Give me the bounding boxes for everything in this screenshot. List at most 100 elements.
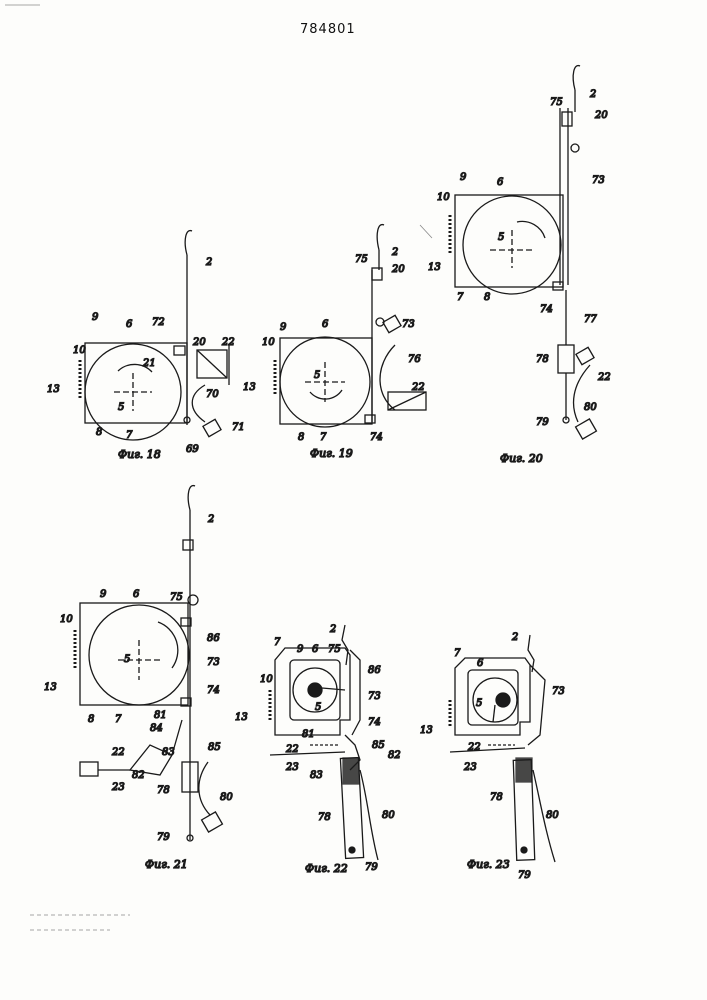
figure-caption: Фиг. 23 bbox=[467, 858, 510, 871]
label: 13 bbox=[420, 725, 433, 736]
housing bbox=[80, 603, 188, 705]
label: 78 bbox=[157, 785, 170, 796]
label: 75 bbox=[550, 97, 563, 108]
stop-block bbox=[562, 112, 572, 126]
roller bbox=[571, 144, 579, 152]
label: 74 bbox=[540, 304, 553, 315]
label: 22 bbox=[285, 744, 299, 755]
label: 5 bbox=[314, 370, 320, 381]
pointer bbox=[493, 705, 495, 722]
label: 2 bbox=[329, 624, 336, 635]
floor-23 bbox=[450, 748, 525, 752]
label: 6 bbox=[497, 177, 504, 188]
arm-73 bbox=[350, 650, 360, 735]
label: 85 bbox=[372, 740, 385, 751]
figure-caption: Фиг. 19 bbox=[310, 447, 353, 460]
label: 23 bbox=[111, 782, 125, 793]
label: 13 bbox=[428, 262, 441, 273]
label: 21 bbox=[142, 358, 156, 369]
label: 2 bbox=[511, 632, 518, 643]
label: 75 bbox=[170, 592, 183, 603]
label: 7 bbox=[115, 714, 122, 725]
label: 20 bbox=[391, 264, 405, 275]
label: 75 bbox=[328, 644, 341, 655]
figure-18: 2 9 6 72 20 22 10 21 13 5 70 71 8 7 69 Ф… bbox=[47, 231, 245, 461]
stop-block bbox=[174, 346, 185, 355]
hook bbox=[573, 66, 580, 90]
label: 69 bbox=[186, 444, 199, 455]
stop-block bbox=[372, 268, 382, 280]
figure-23: 2 7 6 73 5 13 22 23 78 80 79 Фиг. 23 bbox=[420, 632, 565, 881]
stop-block-upper bbox=[183, 540, 193, 550]
label: 70 bbox=[206, 389, 219, 400]
label: 74 bbox=[368, 717, 381, 728]
label: 13 bbox=[235, 712, 248, 723]
label: 22 bbox=[111, 747, 125, 758]
label: 82 bbox=[388, 750, 401, 761]
label: 77 bbox=[584, 314, 597, 325]
label: 79 bbox=[536, 417, 549, 428]
label: 6 bbox=[312, 644, 319, 655]
pivot-79 bbox=[521, 847, 527, 853]
label: 80 bbox=[220, 792, 233, 803]
stop-74 bbox=[365, 415, 375, 423]
figure-caption: Фиг. 22 bbox=[305, 862, 348, 875]
label: 10 bbox=[260, 674, 273, 685]
label: 73 bbox=[368, 691, 381, 702]
label: 23 bbox=[285, 762, 299, 773]
spring-80 bbox=[574, 365, 590, 422]
label: 86 bbox=[207, 633, 220, 644]
label: 80 bbox=[546, 810, 559, 821]
label: 82 bbox=[132, 770, 145, 781]
label: 6 bbox=[322, 319, 329, 330]
label: 72 bbox=[152, 317, 165, 328]
label: 22 bbox=[411, 382, 425, 393]
label: 22 bbox=[221, 337, 235, 348]
floor-23 bbox=[270, 752, 345, 755]
label: 79 bbox=[365, 862, 378, 873]
label: 13 bbox=[243, 382, 256, 393]
label: 73 bbox=[402, 319, 415, 330]
label: 2 bbox=[589, 89, 596, 100]
pivot-79 bbox=[349, 847, 355, 853]
label: 84 bbox=[150, 723, 163, 734]
label: 9 bbox=[460, 172, 467, 183]
label: 6 bbox=[133, 589, 140, 600]
label: 5 bbox=[476, 698, 482, 709]
label: 5 bbox=[124, 654, 130, 665]
label: 85 bbox=[208, 742, 221, 753]
label: 76 bbox=[408, 354, 421, 365]
label: 78 bbox=[536, 354, 549, 365]
block-22-diag bbox=[197, 350, 227, 378]
label: 9 bbox=[92, 312, 99, 323]
label: 7 bbox=[274, 637, 281, 648]
label: 13 bbox=[47, 384, 60, 395]
label: 74 bbox=[207, 685, 220, 696]
figure-20: 2 75 20 73 9 6 10 5 13 7 8 74 77 78 22 7… bbox=[428, 66, 611, 465]
label: 10 bbox=[437, 192, 450, 203]
figure-22: 2 7 9 6 75 86 10 73 5 13 74 81 22 85 82 … bbox=[235, 624, 401, 875]
label: 81 bbox=[302, 729, 315, 740]
label: 10 bbox=[73, 345, 86, 356]
housing bbox=[85, 343, 187, 423]
label: 83 bbox=[162, 747, 175, 758]
label: 8 bbox=[484, 292, 490, 303]
rotation-arrow bbox=[158, 622, 178, 668]
label: 7 bbox=[454, 648, 461, 659]
rope-top bbox=[342, 625, 348, 665]
block-78 bbox=[558, 345, 574, 373]
block-bottom bbox=[576, 419, 597, 439]
label: 10 bbox=[60, 614, 73, 625]
label: 79 bbox=[157, 832, 170, 843]
hook bbox=[377, 225, 384, 250]
scan-artifacts bbox=[5, 5, 432, 930]
label: 10 bbox=[262, 337, 275, 348]
rotation-arrow bbox=[310, 390, 342, 399]
figure-21: 2 10 9 6 75 86 5 73 13 74 8 7 81 84 22 8… bbox=[44, 486, 233, 871]
label: 78 bbox=[490, 792, 503, 803]
label: 5 bbox=[118, 402, 124, 413]
label: 22 bbox=[467, 742, 481, 753]
label: 7 bbox=[320, 432, 327, 443]
